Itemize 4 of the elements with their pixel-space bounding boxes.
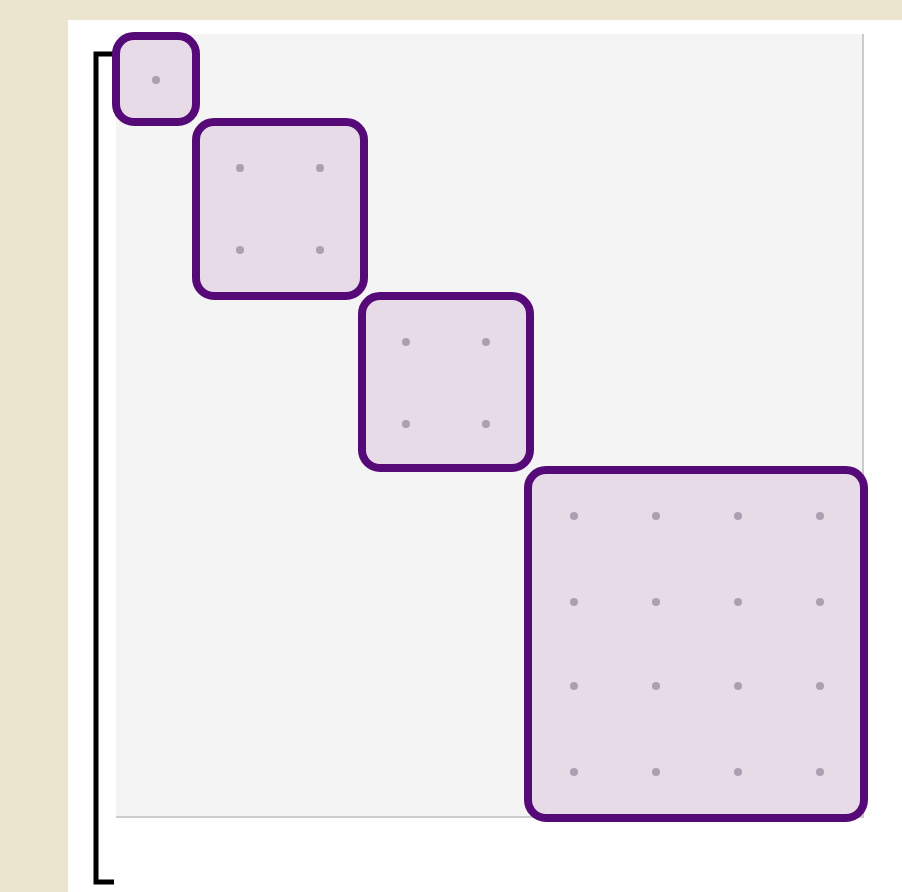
block-box [358, 292, 534, 472]
block-box [192, 118, 368, 300]
block-box [112, 32, 200, 126]
block-box [524, 466, 868, 822]
